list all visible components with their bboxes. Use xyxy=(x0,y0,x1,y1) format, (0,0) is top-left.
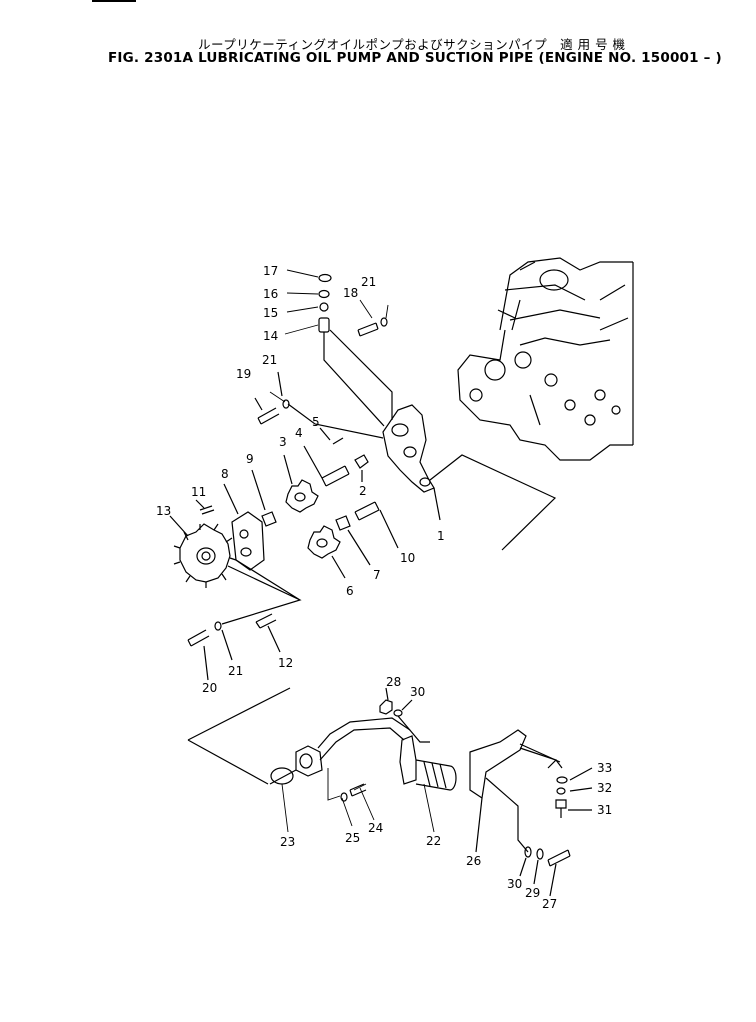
label-20: 20 xyxy=(202,681,217,695)
shafts-and-pins xyxy=(303,427,399,566)
label-30-upper: 30 xyxy=(410,685,425,699)
label-16: 16 xyxy=(263,287,278,301)
label-22: 22 xyxy=(426,834,441,848)
figure-title: FIG. 2301A LUBRICATING OIL PUMP AND SUCT… xyxy=(108,50,722,66)
label-10: 10 xyxy=(400,551,415,565)
label-28: 28 xyxy=(386,675,401,689)
label-6: 6 xyxy=(346,584,354,598)
drive-gear-part-13 xyxy=(169,515,237,588)
label-30-lower: 30 xyxy=(507,877,522,891)
title-japanese: ループリケーティングオイルポンプおよびサクションパイプ 適 用 号 機 xyxy=(198,37,626,52)
bracket-part-26 xyxy=(469,729,563,853)
label-26: 26 xyxy=(466,854,481,868)
label-27: 27 xyxy=(542,897,557,911)
label-7: 7 xyxy=(373,568,381,582)
hardware-27-29-30 xyxy=(519,846,571,897)
label-24: 24 xyxy=(368,821,383,835)
washer-part-25 xyxy=(340,792,348,802)
bolts-18-19 xyxy=(254,317,388,439)
leader-lines-upper xyxy=(269,269,389,403)
hardware-31-33 xyxy=(555,767,593,818)
leader-lines-lower-left xyxy=(281,768,435,833)
label-21-middle: 21 xyxy=(262,353,277,367)
label-13: 13 xyxy=(156,504,171,518)
label-9: 9 xyxy=(246,452,254,466)
cover-bolts xyxy=(187,559,302,681)
label-14: 14 xyxy=(263,329,278,343)
label-19: 19 xyxy=(236,367,251,381)
suction-pipe-assembly xyxy=(187,687,457,791)
label-3: 3 xyxy=(279,435,287,449)
nut-28-washer-30 xyxy=(379,687,430,743)
part-number-labels: 1 2 3 4 5 6 7 8 9 10 11 12 13 14 15 16 1… xyxy=(156,264,612,911)
label-23: 23 xyxy=(280,835,295,849)
relief-valve-stack xyxy=(318,273,393,427)
label-31: 31 xyxy=(597,803,612,817)
label-21-upper: 21 xyxy=(361,275,376,289)
label-5: 5 xyxy=(312,415,320,429)
top-rule xyxy=(92,0,136,2)
label-15: 15 xyxy=(263,306,278,320)
pump-gears xyxy=(283,454,346,579)
label-11: 11 xyxy=(191,485,206,499)
bolt-part-24 xyxy=(349,783,367,797)
pump-body-part-1 xyxy=(382,404,557,551)
label-32: 32 xyxy=(597,781,612,795)
label-2: 2 xyxy=(359,484,367,498)
label-25: 25 xyxy=(345,831,360,845)
label-33: 33 xyxy=(597,761,612,775)
label-1: 1 xyxy=(437,529,445,543)
label-29: 29 xyxy=(525,886,540,900)
label-17: 17 xyxy=(263,264,278,278)
o-ring-part-23 xyxy=(270,767,294,785)
label-4: 4 xyxy=(295,426,303,440)
label-12: 12 xyxy=(278,656,293,670)
label-18: 18 xyxy=(343,286,358,300)
pump-cover xyxy=(195,469,277,571)
label-8: 8 xyxy=(221,467,229,481)
label-21-lower: 21 xyxy=(228,664,243,678)
engine-block-illustration xyxy=(457,257,634,461)
